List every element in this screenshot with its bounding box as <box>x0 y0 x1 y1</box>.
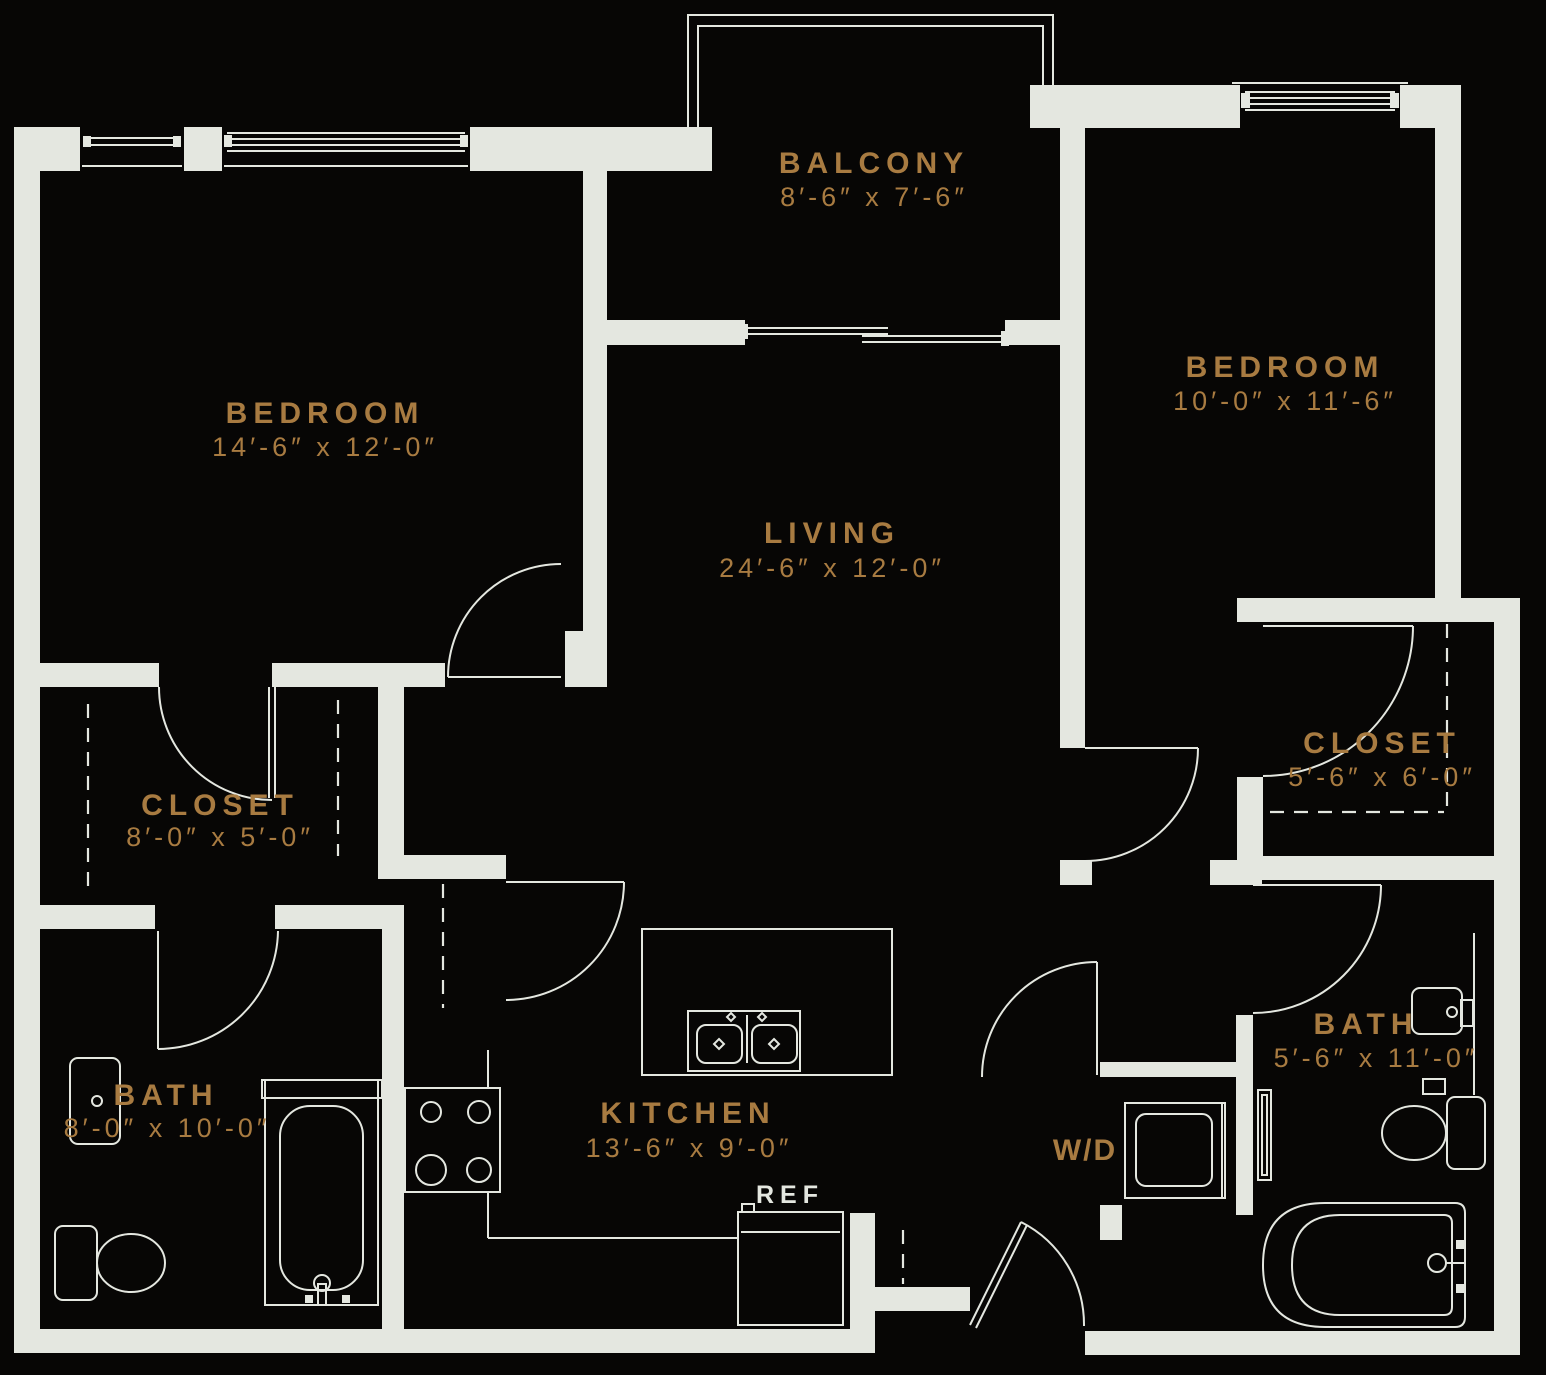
window-icon <box>222 127 470 171</box>
bath-1-fixtures <box>54 1057 383 1306</box>
toilet-icon <box>54 1225 166 1301</box>
walls <box>14 85 1520 1355</box>
kitchen-sink-icon <box>687 1010 801 1072</box>
kitchen-door-icon <box>505 881 625 1001</box>
bathtub-icon <box>1261 1202 1466 1328</box>
closet-1-label: CLOSET <box>141 789 299 822</box>
bedroom-2-door-icon <box>1084 747 1199 862</box>
closet-2-dims: 5′-6″ x 6′-0″ <box>1288 762 1476 792</box>
washer-dryer-icon <box>1124 1102 1226 1199</box>
bath-1-door-icon <box>157 930 279 1050</box>
stove-icon <box>404 1087 501 1193</box>
window-icon <box>80 127 184 171</box>
bedroom-1-label: BEDROOM <box>226 397 425 430</box>
kitchen-label: KITCHEN <box>600 1097 775 1130</box>
counter-edge <box>487 1050 737 1239</box>
closet-rod-lines <box>86 624 1449 1284</box>
laundry-door-icon <box>981 961 1098 1078</box>
kitchen-dims: 13′-6″ x 9′-0″ <box>586 1133 793 1163</box>
kitchen-island <box>641 928 893 1076</box>
bedroom-1-door-icon <box>447 563 562 678</box>
bath-2-label: BATH <box>1313 1008 1418 1041</box>
toilet-icon <box>1381 1078 1486 1170</box>
washer-dryer-label: W/D <box>1053 1134 1117 1167</box>
room-labels: BALCONY 8′-6″ x 7′-6″ BEDROOM 14′-6″ x 1… <box>64 147 1479 1209</box>
bedroom-1-dims: 14′-6″ x 12′-0″ <box>212 432 438 462</box>
bath-1-dims: 8′-0″ x 10′-0″ <box>64 1113 271 1143</box>
refrigerator-label: REF <box>756 1181 824 1209</box>
balcony-railing <box>687 14 1054 129</box>
sliding-door-icon <box>740 324 1009 346</box>
closet-2-label: CLOSET <box>1303 727 1461 760</box>
bath-1-label: BATH <box>113 1079 218 1112</box>
mirror-icon <box>1257 1089 1272 1181</box>
vanity-sink-icon <box>1411 933 1475 1095</box>
closet-1-dims: 8′-0″ x 5′-0″ <box>126 822 314 852</box>
window-icon <box>1232 82 1408 128</box>
closet-1-door-icon <box>158 686 276 801</box>
balcony-label: BALCONY <box>779 147 969 180</box>
living-label: LIVING <box>764 517 900 550</box>
entry-door-icon <box>969 1221 1086 1329</box>
refrigerator-icon <box>737 1203 844 1326</box>
living-dims: 24′-6″ x 12′-0″ <box>719 553 945 583</box>
closet-2-door-icon <box>1262 625 1414 777</box>
doors <box>157 563 1414 1329</box>
bedroom-2-dims: 10′-0″ x 11′-6″ <box>1173 386 1397 416</box>
balcony-dims: 8′-6″ x 7′-6″ <box>780 182 968 212</box>
bath-2-fixtures <box>1257 933 1486 1328</box>
bedroom-2-label: BEDROOM <box>1186 351 1385 384</box>
bath-2-door-icon <box>1252 884 1382 1014</box>
bath-2-dims: 5′-6″ x 11′-0″ <box>1274 1043 1479 1073</box>
bathtub-icon <box>261 1079 383 1306</box>
windows <box>80 82 1408 171</box>
vanity-sink-icon <box>69 1057 121 1145</box>
